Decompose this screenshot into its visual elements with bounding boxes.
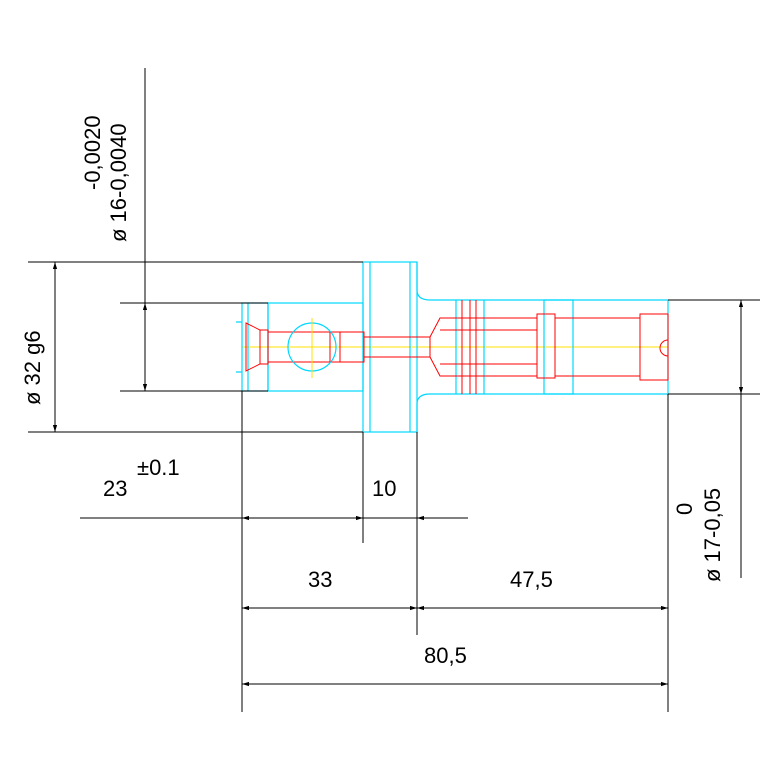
dimension-lines [28, 68, 760, 712]
len33-label: 33 [308, 567, 332, 592]
dia32-label: ø 32 g6 [20, 330, 45, 405]
dia16-label: ø 16-0,0040 [106, 123, 131, 242]
dimension-labels: -0,0020 ø 16-0,0040 ø 32 g6 23 ±0.1 10 3… [20, 115, 725, 668]
shaft-part [236, 261, 669, 433]
len47-label: 47,5 [510, 567, 553, 592]
dia17-tol-label: 0 [672, 503, 697, 515]
part-outline [236, 261, 669, 433]
len23-label: 23 [103, 476, 127, 501]
dia16-tol-label: -0,0020 [80, 115, 105, 190]
dimension-arrows [52, 262, 744, 687]
dia17-label: ø 17-0,05 [700, 488, 725, 582]
part-detail [245, 300, 669, 394]
len23-tol-label: ±0.1 [137, 455, 180, 480]
len10-label: 10 [372, 476, 396, 501]
len80-label: 80,5 [424, 643, 467, 668]
